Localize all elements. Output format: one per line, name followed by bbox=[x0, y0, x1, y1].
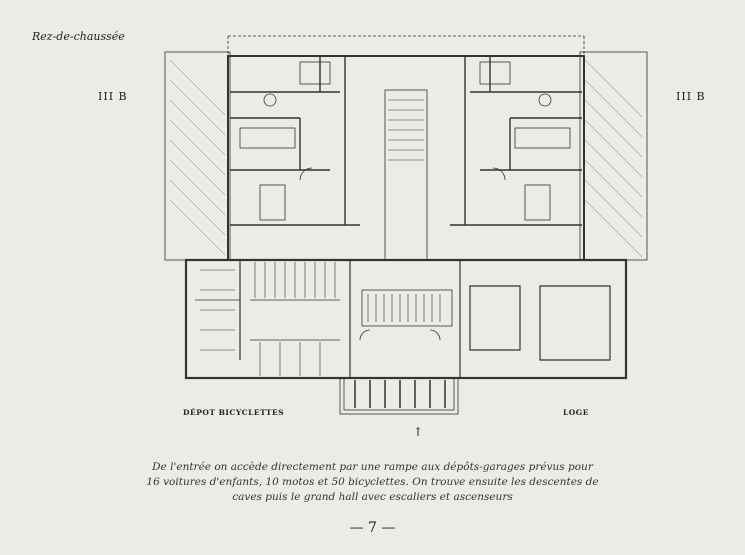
caption-line-3: caves puis le grand hall avec escaliers … bbox=[232, 491, 513, 503]
entrance-arrow-icon: ↑ bbox=[413, 425, 424, 439]
label-bicycle-depot: DÉPOT BICYCLETTES bbox=[183, 408, 285, 417]
caption: De l'entrée on accède directement par un… bbox=[100, 460, 645, 505]
label-lodge: LOGE bbox=[563, 408, 589, 417]
page-number: — 7 — bbox=[349, 520, 396, 536]
caption-line-2: 16 voitures d'enfants, 10 motos et 50 bi… bbox=[146, 476, 599, 488]
page-title: Rez-de-chaussée bbox=[32, 30, 125, 43]
wing-label-left: III B bbox=[98, 90, 128, 103]
caption-line-1: De l'entrée on accède directement par un… bbox=[152, 461, 593, 473]
wing-label-right: III B bbox=[676, 90, 706, 103]
